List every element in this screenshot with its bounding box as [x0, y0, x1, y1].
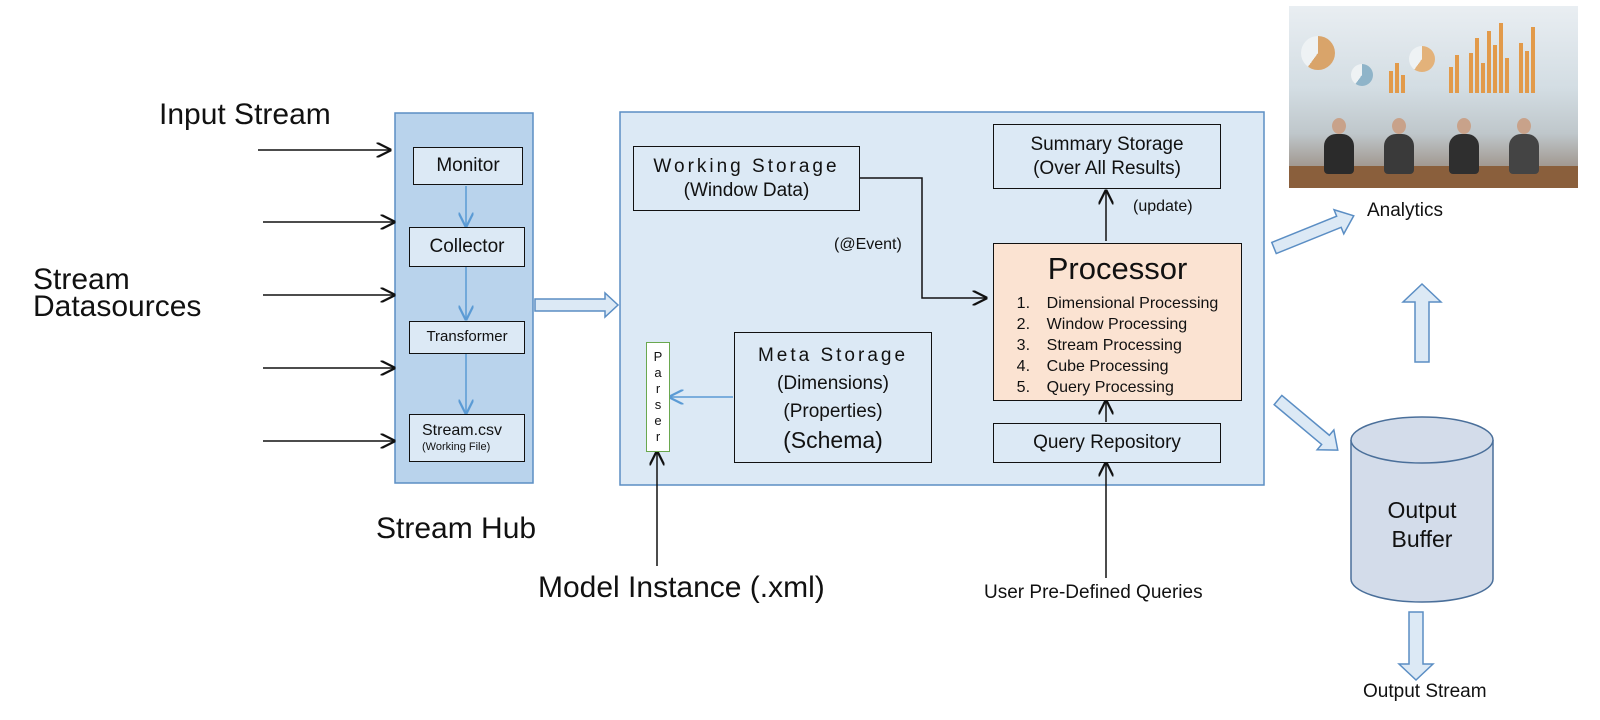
photo-chart-bar [1455, 55, 1459, 93]
photo-chart-bar [1469, 53, 1473, 93]
photo-pie-chart [1301, 36, 1335, 70]
processor-step: 5. Query Processing [1017, 377, 1219, 398]
analytics-photo [1289, 6, 1578, 188]
processor-step-number: 4. [1016, 357, 1031, 375]
stream-csv-working-file: (Working File) [422, 441, 491, 454]
photo-chart-bar [1525, 51, 1529, 93]
processor-step-text: Cube Processing [1046, 357, 1169, 375]
photo-chart-bar [1481, 63, 1485, 93]
photo-pie-chart [1351, 64, 1373, 86]
user-queries-label: User Pre-Defined Queries [984, 582, 1203, 603]
processor-step-number: 2. [1016, 315, 1031, 333]
processor-step-text: Window Processing [1046, 315, 1188, 333]
processor-step-number: 3. [1016, 336, 1031, 354]
update-label: (update) [1133, 198, 1193, 215]
monitor-box: Monitor [413, 147, 523, 185]
parser-letter: P [653, 349, 663, 364]
parser-letter: s [654, 397, 662, 412]
output-buffer-line2: Buffer [1391, 526, 1453, 552]
processor-step: 1. Dimensional Processing [1017, 293, 1219, 314]
stream-csv-box: Stream.csv (Working File) [409, 414, 525, 462]
parser-letter: r [655, 381, 661, 396]
photo-chart-bar [1499, 23, 1503, 93]
transformer-box: Transformer [409, 321, 525, 354]
stream-datasources-line2: Datasources [33, 290, 202, 323]
to-analytics-block-arrow [1270, 208, 1355, 255]
photo-person [1509, 134, 1539, 174]
parser-letter: e [654, 413, 662, 428]
working-storage-title: Working Storage [653, 155, 840, 177]
processor-step: 3. Stream Processing [1017, 335, 1219, 356]
analytics-label: Analytics [1367, 200, 1444, 221]
meta-storage-dimensions: (Dimensions) [777, 372, 889, 394]
processor-steps: 1. Dimensional Processing 2. Window Process… [1017, 293, 1219, 398]
processor-title: Processor [1047, 251, 1188, 286]
photo-person [1384, 134, 1414, 174]
photo-table [1289, 166, 1578, 188]
collector-box: Collector [409, 227, 525, 267]
photo-person-head [1517, 118, 1531, 134]
stream-hub-label: Stream Hub [376, 512, 537, 545]
photo-person [1449, 134, 1479, 174]
photo-chart-bar [1449, 67, 1453, 93]
photo-person-head [1457, 118, 1471, 134]
processor-step: 2. Window Processing [1017, 314, 1219, 335]
event-label: (@Event) [834, 236, 902, 253]
processor-step-text: Query Processing [1046, 378, 1174, 396]
output-buffer-cylinder [1350, 416, 1494, 603]
photo-chart-bar [1493, 45, 1497, 93]
output-buffer-label: Output Buffer [1351, 496, 1493, 554]
meta-storage-title: Meta Storage [757, 344, 909, 366]
photo-chart-bar [1401, 75, 1405, 93]
stream-datasources-line1: Stream [33, 263, 130, 296]
photo-person [1324, 134, 1354, 174]
photo-person-head [1392, 118, 1406, 134]
to-output-buffer-block-arrow [1273, 394, 1339, 451]
photo-chart-bar [1487, 31, 1491, 93]
stream-csv-name: Stream.csv [422, 422, 503, 440]
photo-chart-bar [1395, 63, 1399, 93]
photo-chart-bar [1475, 38, 1479, 93]
processor-step-number: 5. [1016, 378, 1031, 396]
query-repository-box: Query Repository [993, 423, 1221, 463]
processor-step-number: 1. [1016, 294, 1031, 312]
output-stream-label: Output Stream [1363, 681, 1487, 702]
processor-step-text: Stream Processing [1046, 336, 1182, 354]
input-stream-label: Input Stream [159, 98, 331, 131]
photo-pie-chart [1409, 46, 1435, 72]
buffer-to-analytics-block-arrow [1401, 282, 1443, 363]
photo-chart-bar [1519, 43, 1523, 93]
working-storage-subtitle: (Window Data) [683, 179, 810, 201]
photo-chart-bar [1531, 27, 1535, 93]
processor-step-text: Dimensional Processing [1046, 294, 1219, 312]
photo-person-head [1332, 118, 1346, 134]
photo-chart-bar [1505, 58, 1509, 93]
meta-storage-schema: (Schema) [783, 426, 883, 453]
model-instance-label: Model Instance (.xml) [538, 571, 825, 604]
summary-storage-box: Summary Storage (Over All Results) [993, 124, 1221, 189]
working-storage-box: Working Storage (Window Data) [633, 146, 860, 211]
parser-letter: r [655, 429, 661, 444]
meta-storage-box: Meta Storage (Dimensions) (Properties) (… [734, 332, 932, 463]
working-to-processor-arrow [860, 177, 986, 298]
parser-letter: a [654, 365, 662, 380]
meta-storage-properties: (Properties) [783, 400, 883, 422]
photo-chart-bar [1389, 71, 1393, 93]
output-buffer-line1: Output [1387, 497, 1457, 523]
processor-box: Processor 1. Dimensional Processing 2. Wind… [993, 243, 1242, 401]
summary-storage-subtitle: (Over All Results) [1033, 157, 1181, 179]
processor-step: 4. Cube Processing [1017, 356, 1219, 377]
hub-to-main-block-arrow [534, 291, 620, 319]
stream-datasources-label: Stream Datasources [33, 263, 202, 323]
buffer-to-output-stream-block-arrow [1397, 611, 1435, 682]
summary-storage-title: Summary Storage [1030, 133, 1184, 155]
